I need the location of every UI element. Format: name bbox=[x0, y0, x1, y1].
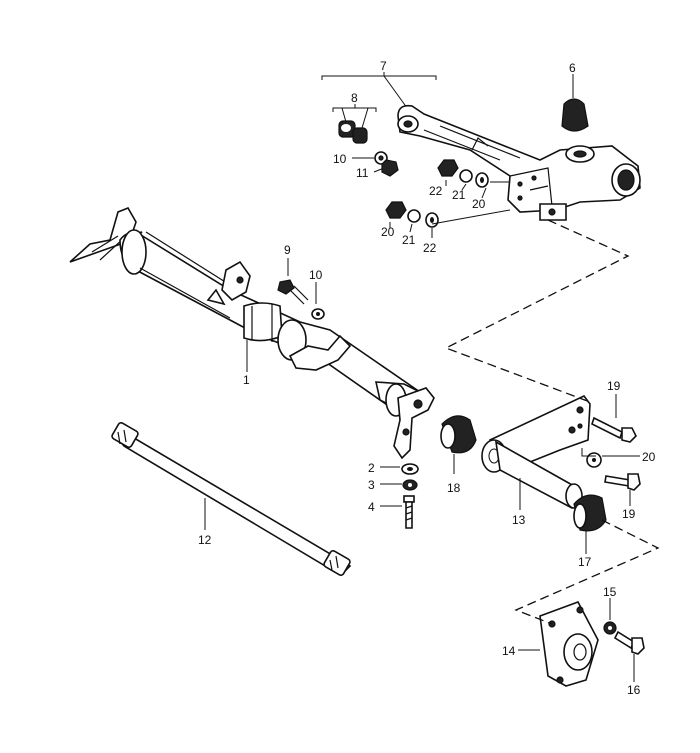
bracket-7 bbox=[321, 72, 437, 113]
callout-19-upper: 19 bbox=[607, 379, 621, 393]
callout-10-top: 10 bbox=[333, 152, 347, 166]
callout-21-lower: 21 bbox=[402, 233, 416, 247]
callout-2: 2 bbox=[368, 461, 375, 475]
callout-19-lower: 19 bbox=[622, 507, 636, 521]
washer-15 bbox=[603, 598, 617, 635]
callout-20-lower: 20 bbox=[381, 225, 395, 239]
rubber-bushing-17 bbox=[573, 494, 607, 554]
callout-3: 3 bbox=[368, 478, 375, 492]
callout-13: 13 bbox=[512, 513, 526, 527]
callout-labels: 7 6 8 10 11 22 21 20 20 21 22 9 10 1 2 3… bbox=[198, 59, 656, 697]
spring-plate bbox=[481, 394, 591, 510]
callout-20-right: 20 bbox=[642, 450, 656, 464]
fastener-stack-upper bbox=[437, 159, 510, 199]
bolt-19-lower bbox=[604, 473, 641, 506]
trailing-arm bbox=[397, 104, 641, 221]
cover-plate bbox=[518, 601, 599, 687]
bolt-9 bbox=[277, 258, 309, 305]
callout-6: 6 bbox=[569, 61, 576, 75]
bracket-8 bbox=[332, 104, 377, 129]
bolt-4 bbox=[380, 495, 415, 529]
bump-stop bbox=[561, 74, 589, 132]
callout-18: 18 bbox=[447, 481, 461, 495]
fastener-stack-lower bbox=[385, 201, 511, 238]
callout-7: 7 bbox=[380, 59, 387, 73]
torsion-bar bbox=[111, 422, 352, 576]
callout-14: 14 bbox=[502, 644, 516, 658]
callout-16: 16 bbox=[627, 683, 641, 697]
callout-4: 4 bbox=[368, 500, 375, 514]
callout-9: 9 bbox=[284, 243, 291, 257]
callout-22-lower: 22 bbox=[423, 241, 437, 255]
washer-10 bbox=[311, 282, 325, 320]
callout-12: 12 bbox=[198, 533, 212, 547]
callout-17: 17 bbox=[578, 555, 592, 569]
bolt-16 bbox=[613, 630, 645, 682]
callout-20-upper: 20 bbox=[472, 197, 486, 211]
washer-2 bbox=[380, 463, 419, 475]
rubber-bushing-18 bbox=[440, 415, 477, 474]
callout-10: 10 bbox=[309, 268, 323, 282]
lock-washer-3 bbox=[380, 479, 418, 491]
callout-22-upper: 22 bbox=[429, 184, 443, 198]
assembly-lines bbox=[444, 219, 660, 625]
callout-1: 1 bbox=[243, 373, 250, 387]
callout-15: 15 bbox=[603, 585, 617, 599]
axle-tube-assembly bbox=[69, 206, 435, 460]
washer-20 bbox=[581, 448, 640, 468]
washer-10-top bbox=[352, 151, 388, 165]
bushing-pair-8 bbox=[338, 120, 368, 144]
callout-21-upper: 21 bbox=[452, 188, 466, 202]
callout-8: 8 bbox=[351, 91, 358, 105]
bolt-19-upper bbox=[591, 394, 637, 443]
callout-11: 11 bbox=[356, 166, 369, 180]
nut-11 bbox=[373, 159, 399, 177]
